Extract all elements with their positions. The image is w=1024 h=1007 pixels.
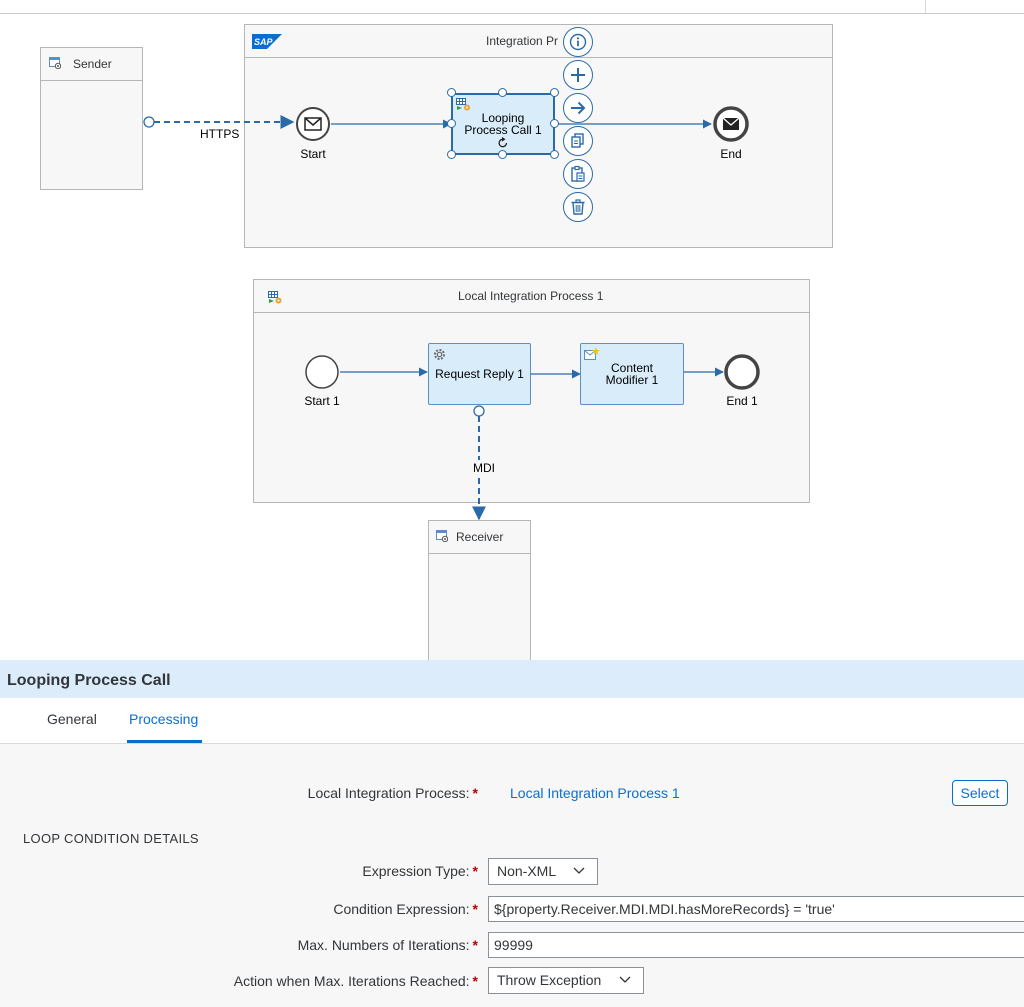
expression-type-select[interactable]: Non-XML <box>488 858 598 885</box>
resize-handle-tr[interactable] <box>550 88 559 97</box>
condition-expression-label: Condition Expression:* <box>333 901 478 917</box>
participant-icon <box>49 57 61 69</box>
looping-process-icon <box>456 98 470 111</box>
required-marker: * <box>472 973 478 989</box>
condition-expression-input[interactable]: ${property.Receiver.MDI.MDI.hasMoreRecor… <box>488 896 1024 922</box>
tab-general[interactable]: General <box>47 711 97 727</box>
expression-type-label: Expression Type:* <box>362 863 478 879</box>
canvas-top-border <box>0 13 1024 14</box>
max-iterations-input[interactable]: 99999 <box>488 932 1024 958</box>
required-marker: * <box>472 901 478 917</box>
content-modifier-line1: Content <box>610 361 654 375</box>
chevron-down-icon <box>619 976 631 983</box>
chevron-down-icon <box>573 867 585 874</box>
resize-handle-tl[interactable] <box>447 88 456 97</box>
content-modifier-icon <box>584 347 600 360</box>
resize-handle-t[interactable] <box>498 88 507 97</box>
receiver-header: Receiver <box>429 521 530 554</box>
diagram-canvas[interactable]: Sender SAP Integration Pr Local Integrat <box>0 0 1024 660</box>
sap-logo-icon: SAP <box>252 34 282 49</box>
sender-header: Sender <box>41 48 142 81</box>
paste-button[interactable] <box>563 159 593 189</box>
delete-button[interactable] <box>563 192 593 222</box>
participant-icon <box>436 530 448 542</box>
resize-handle-b[interactable] <box>498 150 507 159</box>
local-process-link[interactable]: Local Integration Process 1 <box>510 785 680 801</box>
start-label: Start <box>300 147 326 161</box>
properties-tabs: General Processing <box>0 698 1024 744</box>
max-iterations-label: Max. Numbers of Iterations:* <box>297 937 478 953</box>
add-button[interactable] <box>563 60 593 90</box>
add-icon <box>571 68 585 82</box>
resize-handle-r[interactable] <box>550 119 559 128</box>
start1-label: Start 1 <box>304 394 340 408</box>
properties-header: Looping Process Call <box>0 660 1024 698</box>
resize-handle-l[interactable] <box>447 119 456 128</box>
sender-label: Sender <box>73 57 112 71</box>
integration-process-title: Integration Pr <box>486 34 559 48</box>
max-action-label: Action when Max. Iterations Reached:* <box>233 973 478 989</box>
end-message-event[interactable] <box>713 106 749 142</box>
start-message-event[interactable] <box>296 107 330 141</box>
delete-icon <box>571 199 585 215</box>
https-message-flow[interactable] <box>143 115 295 129</box>
request-reply-step[interactable]: Request Reply 1 <box>428 343 531 405</box>
svg-text:SAP: SAP <box>254 37 274 47</box>
copy-button[interactable] <box>563 126 593 156</box>
local-process-field-label: Local Integration Process:* <box>307 785 478 801</box>
required-marker: * <box>472 863 478 879</box>
loop-condition-section-title: LOOP CONDITION DETAILS <box>23 831 199 846</box>
max-action-select[interactable]: Throw Exception <box>488 967 644 994</box>
active-tab-indicator <box>127 740 202 743</box>
properties-title: Looping Process Call <box>7 672 171 689</box>
canvas-top-divider <box>925 0 926 13</box>
end1-event[interactable] <box>724 354 760 390</box>
paste-icon <box>571 165 585 182</box>
properties-panel: Looping Process Call General Processing … <box>0 660 1024 1007</box>
local-process-header: Local Integration Process 1 <box>254 280 809 313</box>
loop-refresh-icon <box>498 137 508 148</box>
integration-process-header: SAP Integration Pr <box>245 25 832 58</box>
flow-overlay <box>143 106 760 521</box>
request-reply-label: Request Reply 1 <box>435 367 524 381</box>
end1-label: End 1 <box>726 394 758 408</box>
tab-processing[interactable]: Processing <box>129 711 199 727</box>
looping-process-call-step[interactable]: Looping Process Call 1 <box>451 93 555 155</box>
looping-step-line1: Looping <box>481 111 525 125</box>
receiver-label: Receiver <box>456 530 504 544</box>
local-process-title: Local Integration Process 1 <box>458 289 604 303</box>
local-integration-process-pool[interactable]: Local Integration Process 1 <box>253 279 810 503</box>
content-modifier-line2: Modifier 1 <box>605 373 659 387</box>
copy-icon <box>571 133 584 148</box>
receiver-participant[interactable]: Receiver <box>428 520 531 660</box>
required-marker: * <box>472 937 478 953</box>
mdi-label: MDI <box>471 461 497 475</box>
resize-handle-bl[interactable] <box>447 150 456 159</box>
gear-icon <box>434 349 445 360</box>
connect-arrow-icon <box>571 101 586 115</box>
connect-button[interactable] <box>563 93 593 123</box>
start1-event[interactable] <box>305 355 339 389</box>
end-label: End <box>720 147 742 161</box>
expression-type-value: Non-XML <box>497 863 557 879</box>
looping-step-line2: Process Call 1 <box>464 123 542 137</box>
https-label: HTTPS <box>200 127 240 141</box>
local-process-icon <box>268 291 282 304</box>
sender-participant[interactable]: Sender <box>40 47 143 190</box>
content-modifier-step[interactable]: Content Modifier 1 <box>580 343 684 405</box>
info-button[interactable] <box>563 27 593 57</box>
required-marker: * <box>472 785 478 801</box>
mdi-message-flow[interactable] <box>472 405 486 521</box>
max-action-value: Throw Exception <box>497 972 602 988</box>
info-icon <box>569 33 587 51</box>
resize-handle-br[interactable] <box>550 150 559 159</box>
select-button[interactable]: Select <box>952 780 1008 806</box>
processing-form: Local Integration Process:* Local Integr… <box>0 744 1024 1007</box>
